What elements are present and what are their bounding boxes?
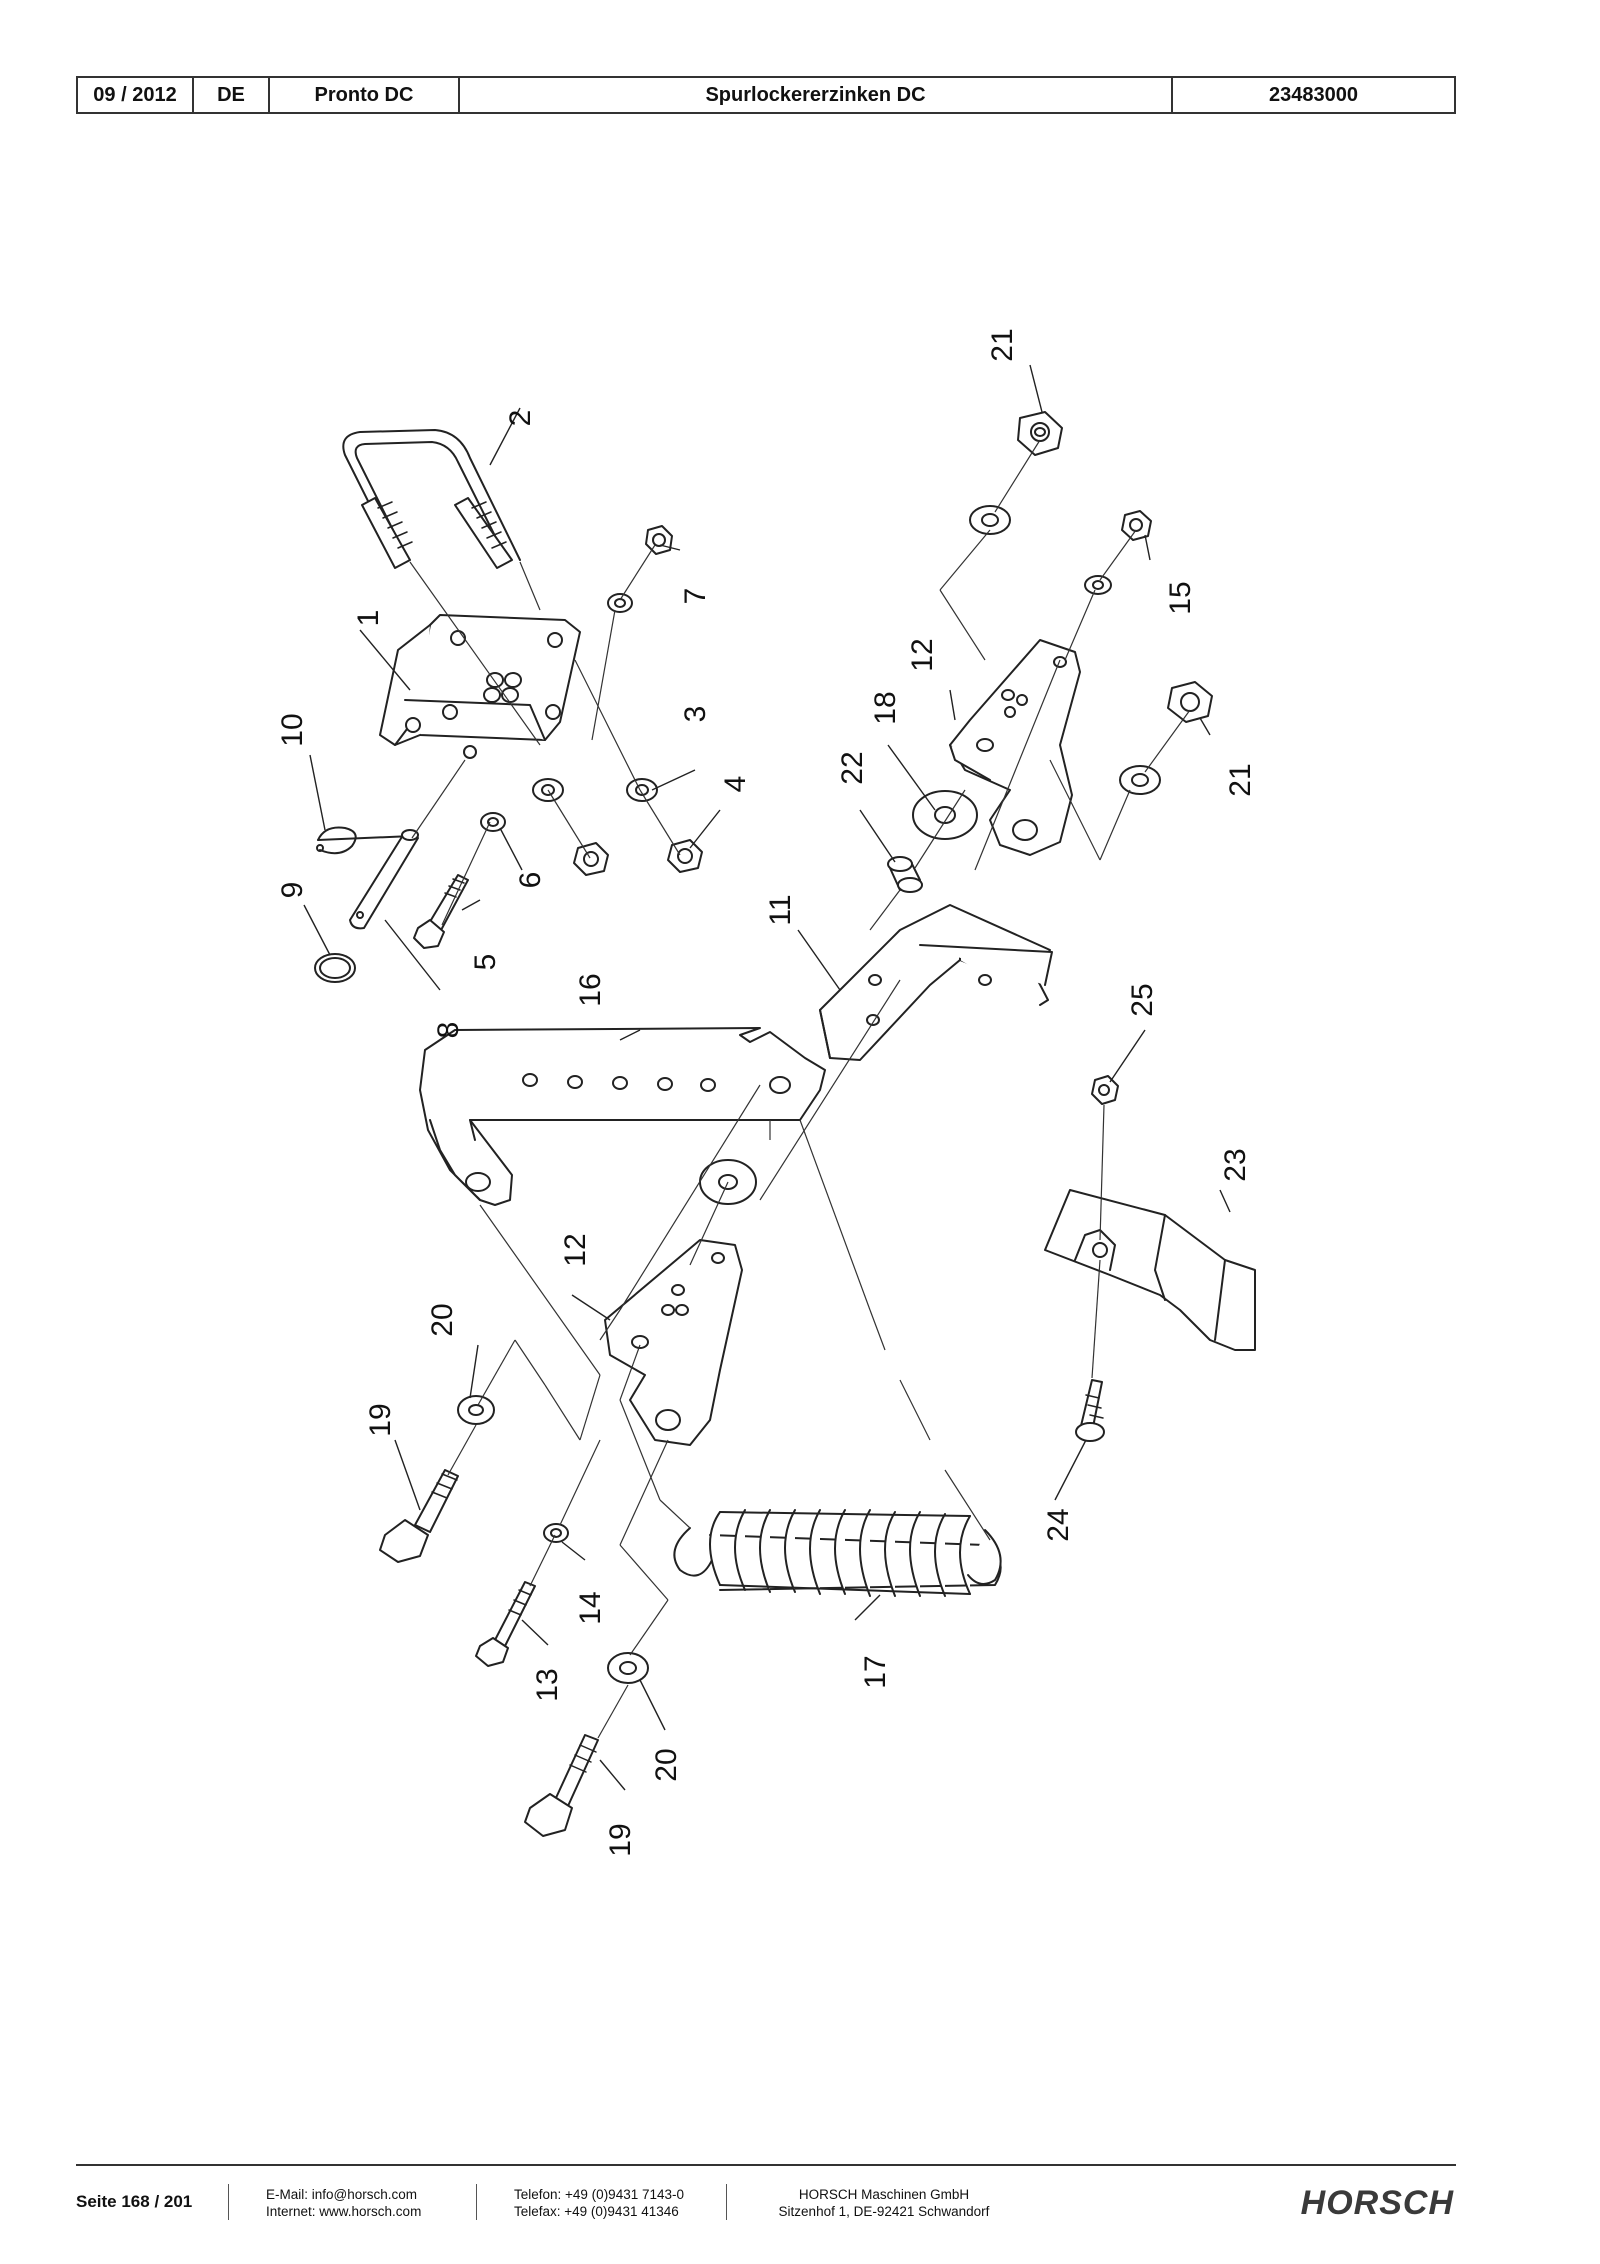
footer-address: Sitzenhof 1, DE-92421 Schwandorf [778,2204,990,2219]
pin-part-8 [349,829,419,930]
bolt-part-13 [475,1581,536,1667]
footer-company-block: HORSCH Maschinen GmbH Sitzenhof 1, DE-92… [764,2186,1004,2220]
washer-part-20-upper [457,1395,495,1425]
bracket-part-11 [819,904,1053,1061]
label-part-21-top: 21 [986,328,1019,361]
carriage-bolt-part-24 [1075,1379,1105,1442]
footer-company: HORSCH Maschinen GmbH [798,2187,970,2202]
washer-part-3 [626,778,658,802]
label-part-1: 1 [352,610,385,627]
footer-contact-web: E-Mail: info@horsch.com Internet: www.ho… [266,2186,421,2220]
header-title: Spurlockererzinken DC [460,78,1173,112]
clamp-plate-part-1 [379,614,581,759]
nut-part-7 [645,525,673,555]
header-language: DE [194,78,270,112]
spring-part-17 [673,1509,1002,1597]
nut-part-4 [667,839,703,873]
washer-part-21-top [969,505,1011,535]
washer-part-15 [1084,575,1112,595]
label-part-13: 13 [531,1668,564,1701]
washer-part-7 [607,593,633,613]
horsch-logo: HORSCH [1300,2184,1454,2222]
side-plate-part-12-upper [949,639,1081,856]
washer-part-21-right [1119,765,1161,795]
circlip-part-9 [314,953,356,983]
linch-pin-part-10 [316,826,413,855]
side-plate-part-12-lower [604,1239,743,1446]
label-part-8: 8 [432,1022,465,1039]
bushing-part-22 [887,856,923,893]
label-part-23: 23 [1219,1148,1252,1181]
header-date: 09 / 2012 [78,78,194,112]
label-part-20-upper: 20 [426,1303,459,1336]
nut-part-21-top [1017,411,1063,456]
bolt-part-19-lower [524,1734,599,1837]
header-part-number: 23483000 [1269,83,1358,106]
page-number: Seite 168 / 201 [76,2192,193,2211]
footer: Seite 168 / 201 E-Mail: info@horsch.com … [76,2184,1456,2234]
footer-contact-phone: Telefon: +49 (0)9431 7143-0 Telefax: +49… [514,2186,684,2220]
label-part-19-upper: 19 [364,1403,397,1436]
label-part-20-lower: 20 [650,1748,683,1781]
nut-part-1b [573,842,609,876]
footer-rule [76,2164,1456,2166]
label-part-21-right: 21 [1224,763,1257,796]
part-labels: 1 2 3 4 5 6 7 8 9 10 11 12 12 13 14 15 1… [276,328,1257,1856]
label-part-9: 9 [276,882,309,899]
tine-point-part-23 [1044,1189,1256,1351]
tine-arm-part-16 [419,1027,826,1206]
label-part-10: 10 [276,713,309,746]
label-part-4: 4 [719,776,752,793]
bolt-part-19-upper [379,1469,459,1563]
footer-email: E-Mail: info@horsch.com [266,2187,417,2202]
footer-internet: Internet: www.horsch.com [266,2204,422,2219]
footer-separator [228,2184,229,2220]
footer-fax: Telefax: +49 (0)9431 41346 [514,2204,679,2219]
header-table: 09 / 2012 DE Pronto DC Spurlockererzinke… [76,76,1456,114]
nut-part-15 [1121,510,1152,541]
label-part-19-lower: 19 [604,1823,637,1856]
label-part-3: 3 [679,706,712,723]
washer-part-14 [543,1523,569,1543]
header-model: Pronto DC [270,78,460,112]
label-part-22: 22 [836,751,869,784]
nut-part-21-right [1167,681,1213,723]
label-part-7: 7 [679,588,712,605]
label-part-18: 18 [869,691,902,724]
label-part-14: 14 [574,1591,607,1624]
label-part-16: 16 [574,973,607,1006]
label-part-12-upper: 12 [906,638,939,671]
washer-part-6 [480,812,506,832]
label-part-17: 17 [859,1655,892,1688]
label-part-25: 25 [1126,983,1159,1016]
label-part-5: 5 [469,954,502,971]
leader-lines [303,364,1231,1791]
label-part-12-lower: 12 [559,1233,592,1266]
label-part-11: 11 [764,894,797,925]
label-part-15: 15 [1164,581,1197,614]
footer-separator [476,2184,477,2220]
label-part-24: 24 [1042,1508,1075,1541]
footer-separator [726,2184,727,2220]
washer-part-20-lower [607,1652,649,1684]
footer-phone: Telefon: +49 (0)9431 7143-0 [514,2187,685,2202]
nut-part-25 [1091,1075,1119,1105]
u-bolt-part-2 [342,429,521,569]
label-part-2: 2 [504,410,537,427]
label-part-6: 6 [514,872,547,889]
assembly-lines [409,439,1191,1739]
washer-part-18 [912,790,978,840]
